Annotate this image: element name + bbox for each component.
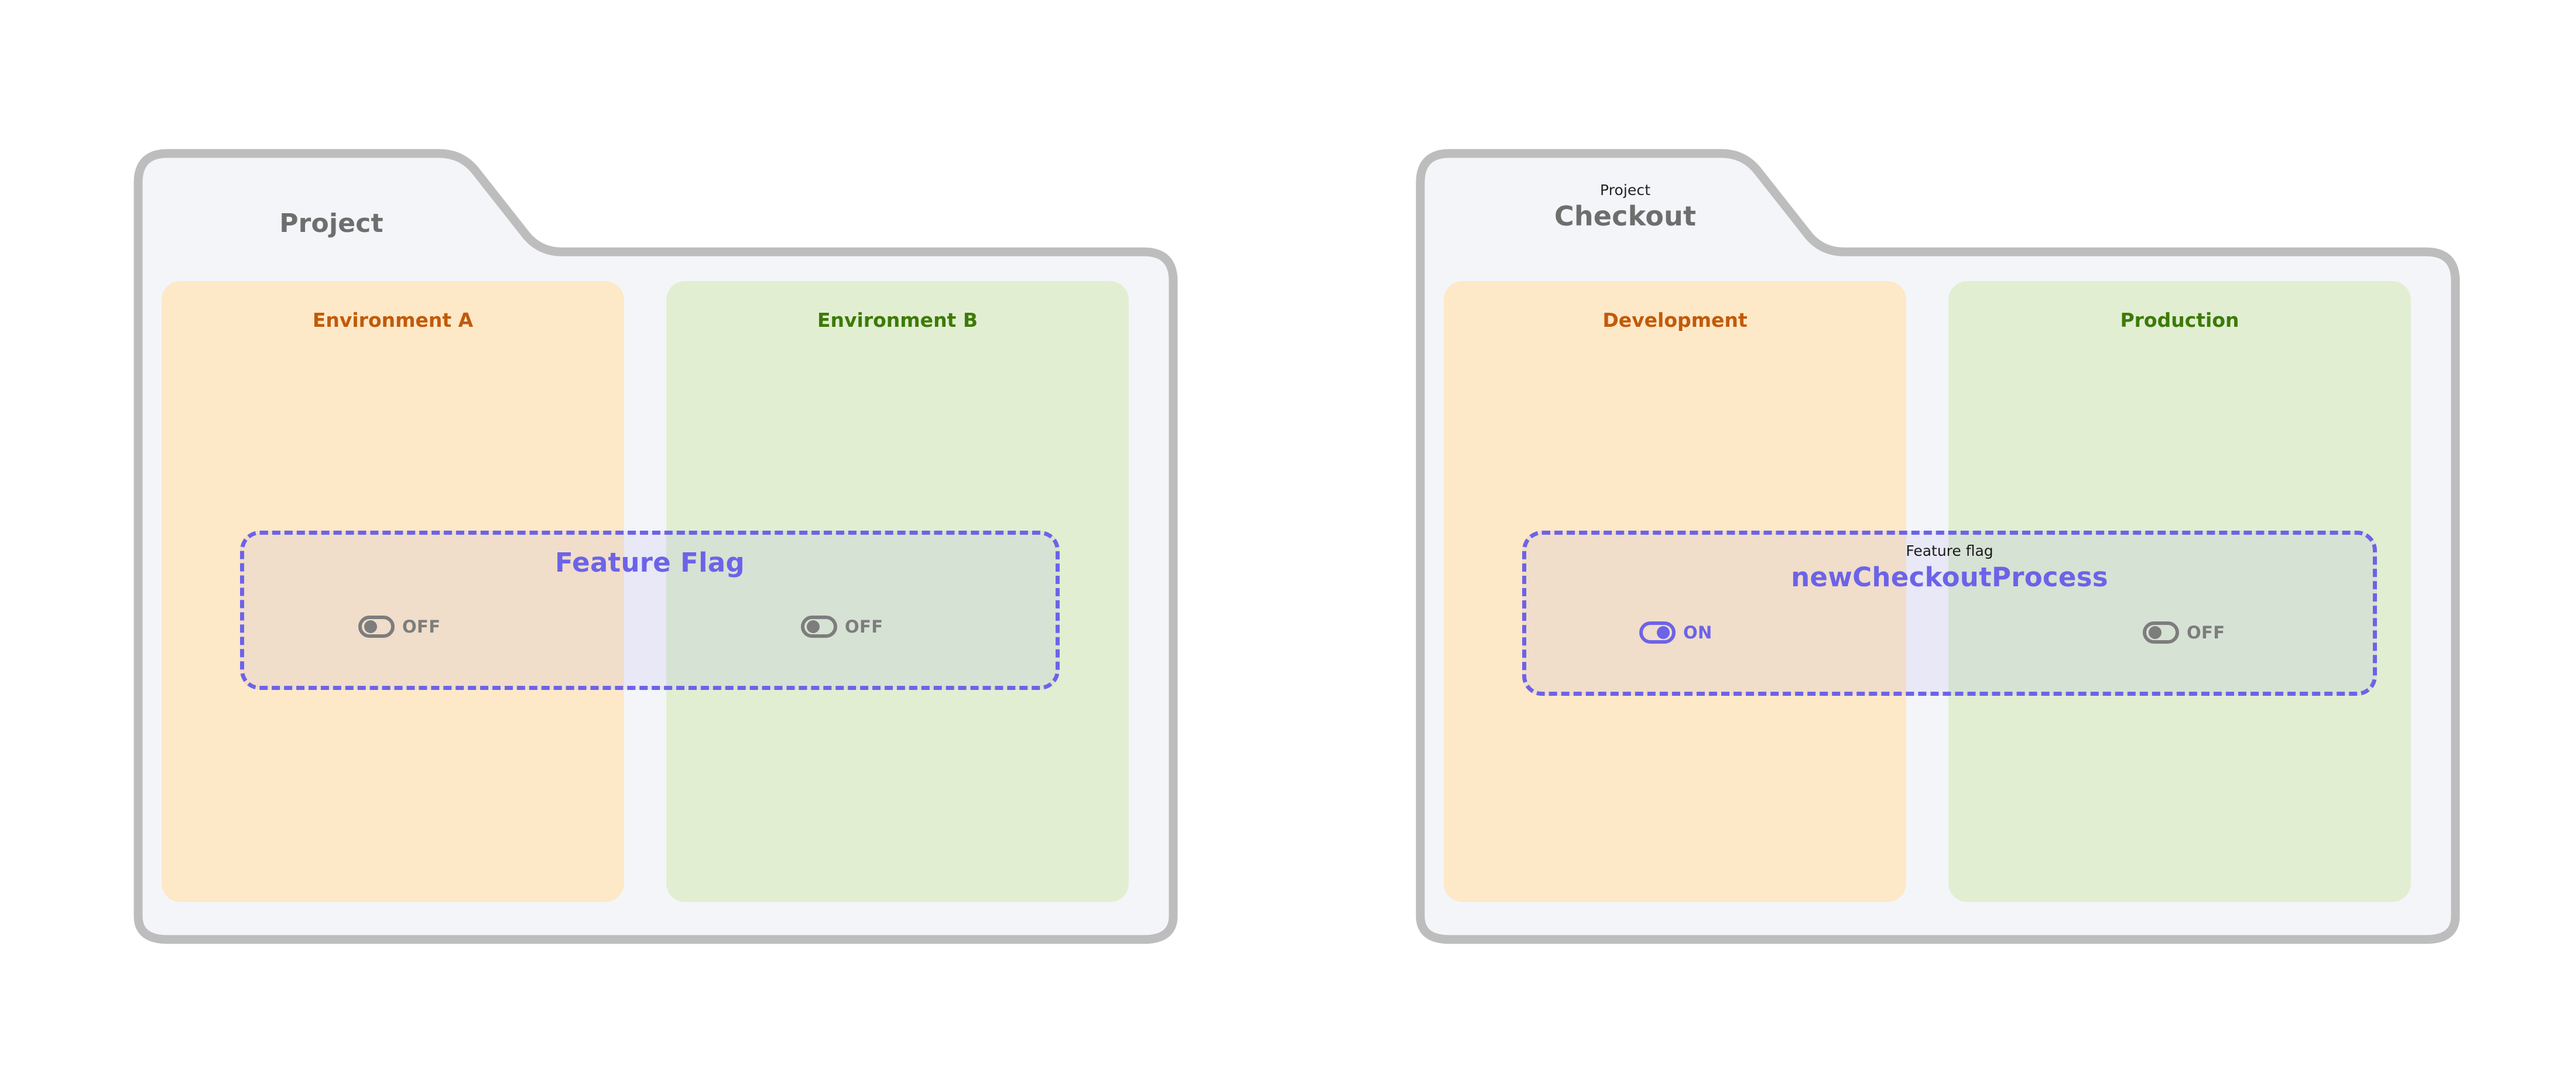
toggle-switch-production[interactable]	[2143, 621, 2179, 644]
environment-card-development[interactable]: Development	[1444, 281, 1906, 902]
environment-label-development: Development	[1602, 309, 1748, 332]
environment-label-production: Production	[2120, 309, 2239, 332]
toggle-group-environment-a[interactable]: OFF	[358, 616, 440, 638]
toggle-switch-environment-b[interactable]	[801, 616, 837, 638]
toggle-state-label-development: ON	[1683, 623, 1712, 643]
environment-label-b: Environment B	[817, 309, 978, 332]
feature-flag-band-checkout[interactable]	[1522, 531, 2377, 696]
toggle-switch-environment-a[interactable]	[358, 616, 395, 638]
toggle-knob	[364, 620, 377, 633]
toggle-state-label-environment-a: OFF	[402, 617, 441, 637]
feature-flag-band-project[interactable]	[240, 531, 1060, 690]
toggle-state-label-environment-b: OFF	[845, 617, 883, 637]
toggle-state-label-production: OFF	[2187, 623, 2225, 643]
toggle-group-environment-b[interactable]: OFF	[801, 616, 883, 638]
environment-card-environment-a[interactable]: Environment A	[162, 281, 624, 902]
toggle-group-production[interactable]: OFF	[2143, 621, 2225, 644]
toggle-group-development[interactable]: ON	[1639, 621, 1712, 644]
toggle-knob	[807, 620, 820, 633]
environment-card-environment-b[interactable]: Environment B	[666, 281, 1129, 902]
toggle-knob	[1657, 626, 1670, 639]
environment-card-production[interactable]: Production	[1948, 281, 2411, 902]
environment-label-a: Environment A	[312, 309, 474, 332]
toggle-switch-development[interactable]	[1639, 621, 1676, 644]
toggle-knob	[2149, 626, 2161, 639]
